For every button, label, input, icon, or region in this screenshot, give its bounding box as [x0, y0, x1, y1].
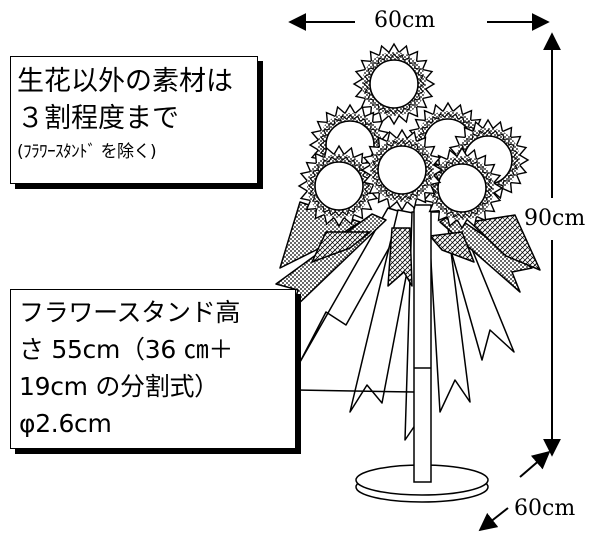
materials-note-line1: 生花以外の素材は [17, 66, 233, 97]
materials-note-line3: (ﾌﾗﾜｰｽﾀﾝﾄﾞ を除く) [17, 142, 157, 162]
width-label: 60cm [374, 8, 436, 33]
sunflower-head [360, 128, 444, 212]
stand-pole [413, 204, 432, 483]
stand-note-line3: 19cm の分割式） [19, 372, 219, 401]
materials-note-line2: ３割程度まで [17, 103, 179, 134]
stand-note-line2: さ 55cm（36 ㎝＋ [19, 335, 234, 364]
sunflower-head [420, 146, 504, 230]
sunflower-head [297, 144, 381, 228]
stand-note-line4: φ2.6cm [19, 409, 112, 438]
height-label: 90cm [524, 206, 586, 231]
stand-note-line1: フラワースタンド高 [19, 298, 241, 327]
stand-spec-note: フラワースタンド高 さ 55cm（36 ㎝＋ 19cm の分割式） φ2.6cm [10, 289, 296, 449]
flower-heads [297, 42, 530, 230]
sunflower-head [352, 42, 436, 126]
depth-label: 60cm [514, 496, 576, 521]
dimension-arrows [288, 13, 561, 532]
materials-note: 生花以外の素材は ３割程度まで (ﾌﾗﾜｰｽﾀﾝﾄﾞ を除く) [10, 56, 258, 184]
note-pointer-stand [295, 389, 415, 393]
ribbons [275, 201, 541, 441]
